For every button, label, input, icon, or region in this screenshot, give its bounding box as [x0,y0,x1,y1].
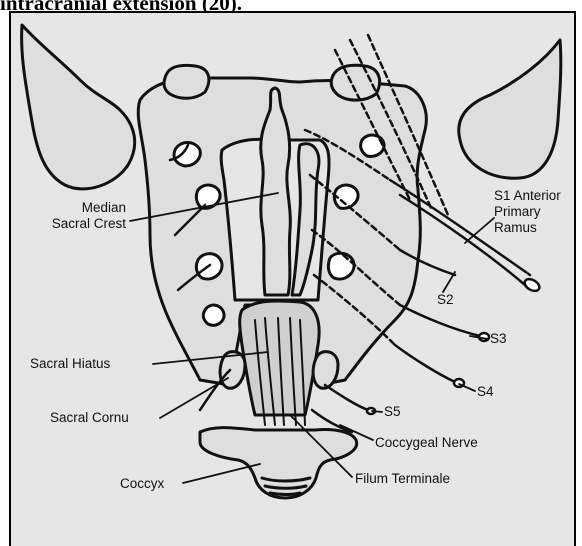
leader-s2 [443,272,455,292]
s3-ramus [400,305,480,336]
label-s1-line-1: S1 Anterior [494,188,561,204]
right-foramen-1 [361,135,384,156]
median-sacral-crest [261,88,291,295]
left-foramen-4 [203,305,224,325]
right-foramen-3 [328,253,354,279]
right-ilium [459,40,561,178]
label-s2: S2 [437,292,454,308]
label-s1-line-2: Primary [494,204,561,220]
label-median-sacral-crest: Median Sacral Crest [20,200,126,232]
label-coccygeal-nerve: Coccygeal Nerve [375,435,478,451]
leader-s5 [372,411,382,412]
label-s4: S4 [477,384,494,400]
label-s1-line-3: Ramus [494,220,561,236]
label-s5: S5 [384,404,401,420]
s1-ramus-end [523,277,542,294]
label-s1-anterior-primary-ramus: S1 Anterior Primary Ramus [494,188,561,236]
s5-ramus [325,385,368,410]
left-superior-articular-process [164,65,209,98]
right-sacral-cornu [313,352,338,389]
right-superior-articular-process [331,65,379,100]
label-filum-terminale: Filum Terminale [355,471,450,487]
left-ilium [22,25,135,189]
label-s3: S3 [490,331,507,347]
label-median-sacral-crest-line-1: Median [20,200,126,216]
s4-ramus [395,345,455,382]
label-sacral-hiatus: Sacral Hiatus [30,356,110,372]
leader-coccyx [183,464,260,483]
label-coccyx: Coccyx [120,476,164,492]
label-median-sacral-crest-line-2: Sacral Crest [20,216,126,232]
leader-sacral-cornu [160,378,228,418]
label-sacral-cornu: Sacral Cornu [50,410,129,426]
coccyx-segment-3 [270,493,300,495]
